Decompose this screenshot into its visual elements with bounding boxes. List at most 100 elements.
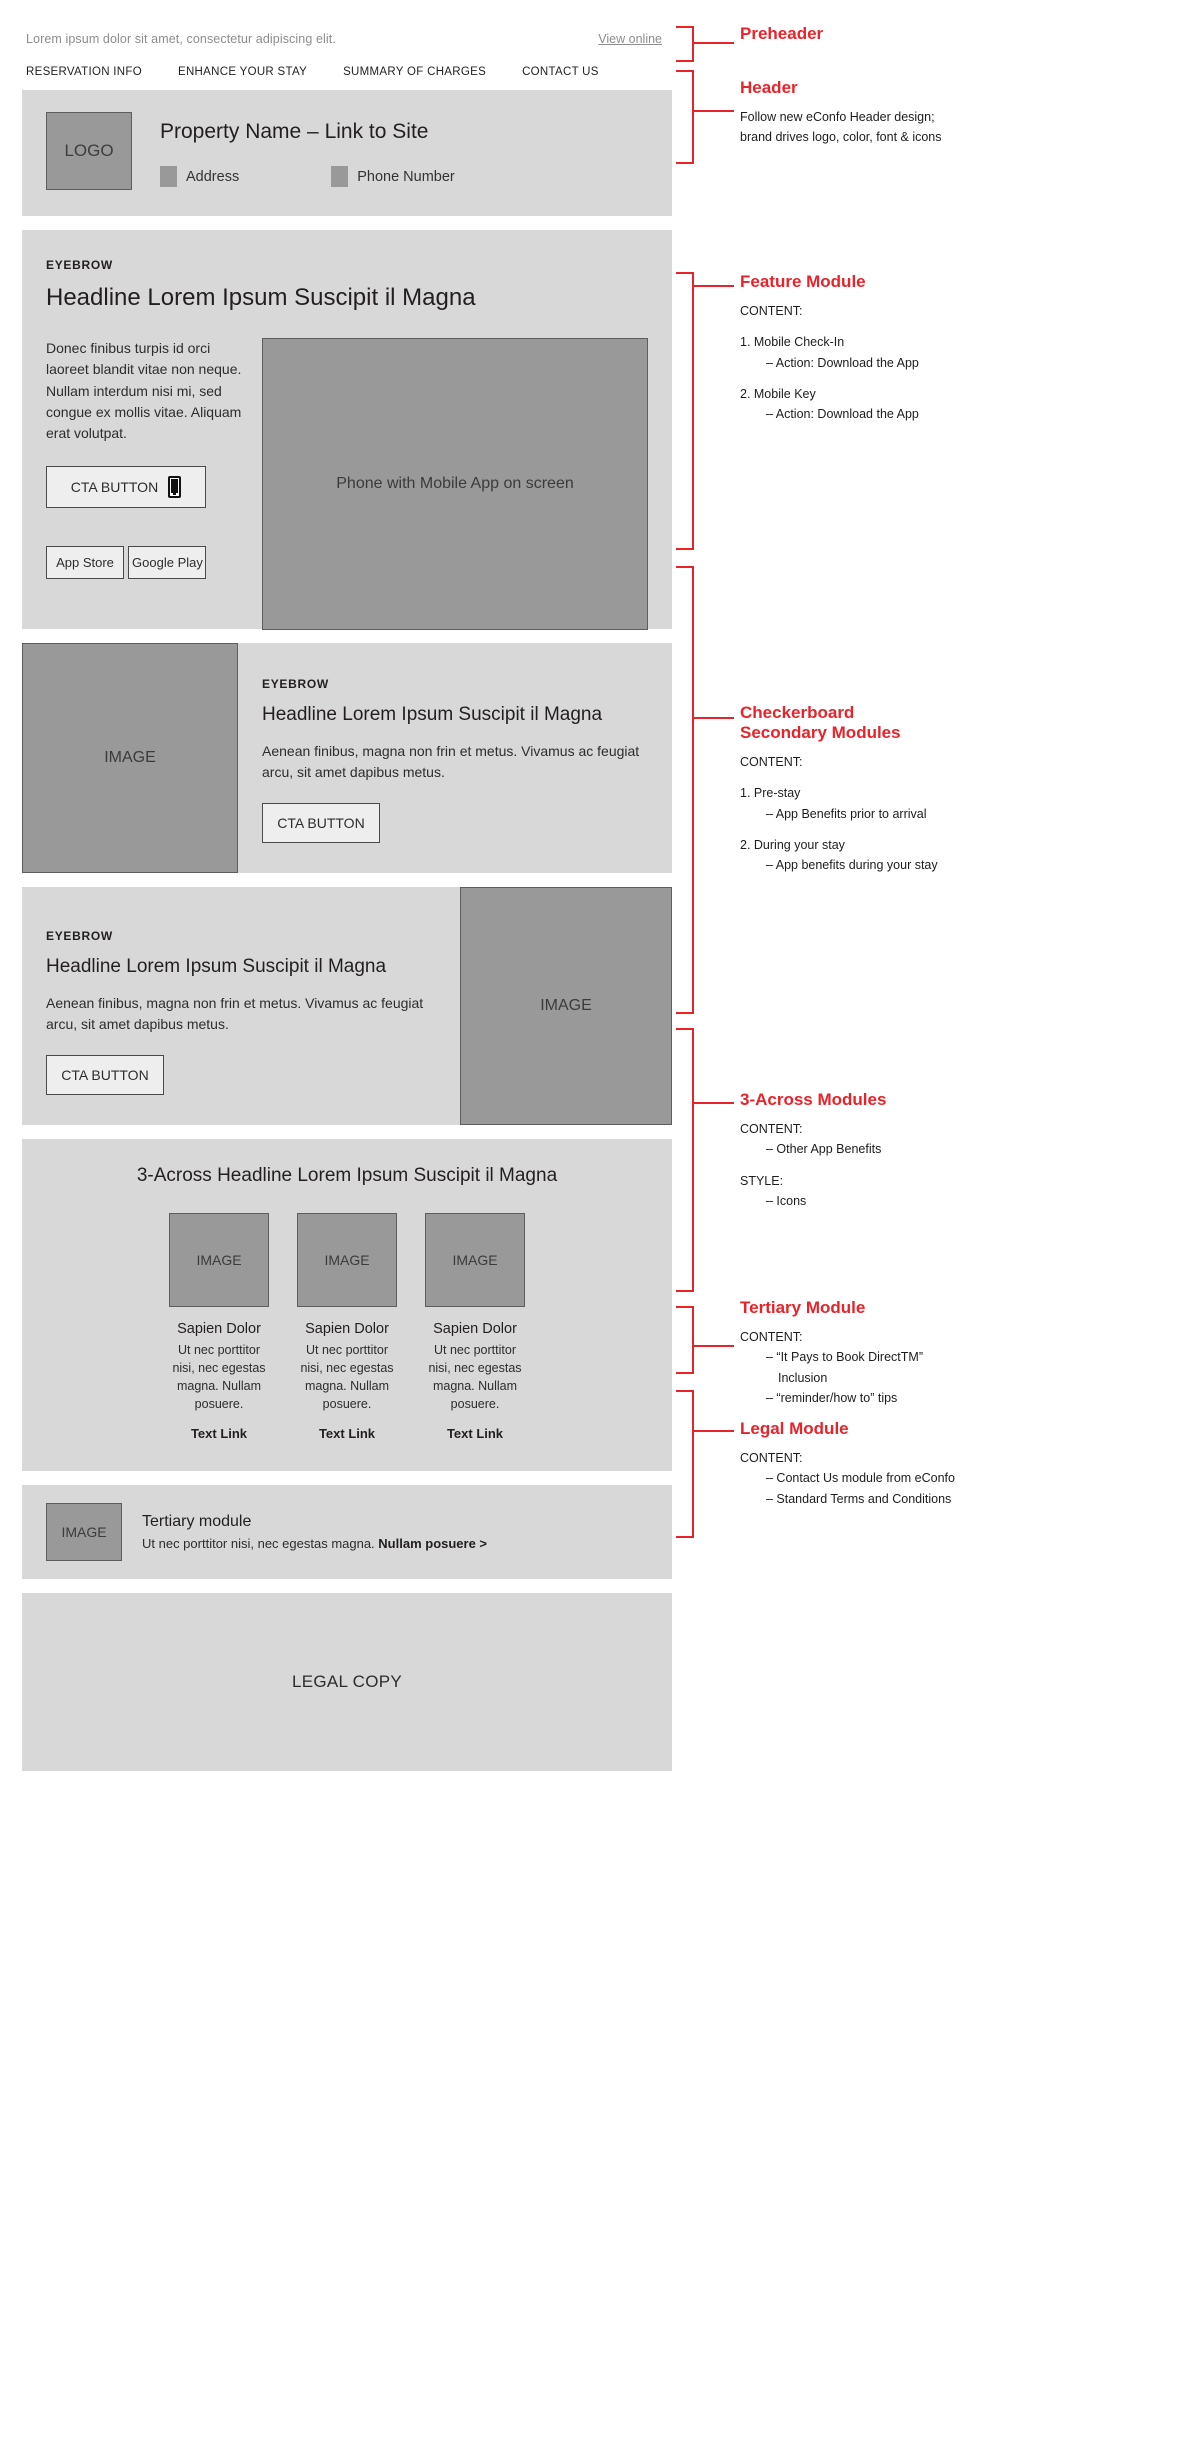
bracket-feature <box>676 272 694 550</box>
main-navigation: RESERVATION INFO ENHANCE YOUR STAY SUMMA… <box>22 56 672 90</box>
feature-headline: Headline Lorem Ipsum Suscipit il Magna <box>46 284 476 311</box>
location-pin-icon <box>160 166 177 187</box>
checkerboard-2-image-placeholder: IMAGE <box>460 886 672 1125</box>
preheader: Lorem ipsum dolor sit amet, consectetur … <box>22 22 672 56</box>
tertiary-body-text: Ut nec porttitor nisi, nec egestas magna… <box>142 1536 379 1551</box>
card-2-text-link[interactable]: Text Link <box>318 1426 376 1441</box>
preheader-text: Lorem ipsum dolor sit amet, consectetur … <box>26 32 336 46</box>
checkerboard-1-image-placeholder: IMAGE <box>22 643 238 873</box>
wireframe-column: Lorem ipsum dolor sit amet, consectetur … <box>22 0 672 1771</box>
phone-item: Phone Number <box>331 166 455 187</box>
annotation-three-across-style-item: – Icons <box>766 1193 807 1208</box>
list-item: IMAGE Sapien Dolor Ut nec porttitor nisi… <box>297 1212 397 1441</box>
card-1-text-link[interactable]: Text Link <box>190 1426 248 1441</box>
leader-header <box>694 110 734 112</box>
leader-preheader <box>694 42 734 44</box>
annotation-checkerboard-title-line1: Checkerboard <box>740 703 855 722</box>
annotation-tertiary: Tertiary Module CONTENT: – “It Pays to B… <box>740 1298 1170 1408</box>
tertiary-module: IMAGE Tertiary module Ut nec porttitor n… <box>22 1485 672 1579</box>
tertiary-body-link[interactable]: Nullam posuere > <box>378 1536 488 1551</box>
nav-item-enhance-your-stay[interactable]: ENHANCE YOUR STAY <box>177 66 308 78</box>
feature-paragraph: Donec finibus turpis id orci laoreet bla… <box>46 340 242 442</box>
card-1-body: Ut nec porttitor nisi, nec egestas magna… <box>172 1342 266 1411</box>
annotation-feature-item-2-sub: – Action: Download the App <box>766 407 919 422</box>
checkerboard-module-2: EYEBROW Headline Lorem Ipsum Suscipit il… <box>22 886 672 1125</box>
address-item: Address <box>160 166 239 187</box>
bracket-three-across <box>676 1028 694 1292</box>
annotation-feature-item-1-sub: – Action: Download the App <box>766 355 919 370</box>
tertiary-title: Tertiary module <box>142 1513 252 1530</box>
annotation-legal-title: Legal Module <box>740 1419 849 1438</box>
google-play-button[interactable]: Google Play <box>128 546 207 580</box>
legal-module: LEGAL COPY <box>22 1593 672 1771</box>
card-2-title: Sapien Dolor <box>305 1320 389 1337</box>
checkerboard-2-cta-button[interactable]: CTA BUTTON <box>46 1054 164 1095</box>
view-online-link[interactable]: View online <box>598 32 662 46</box>
nav-item-contact-us[interactable]: CONTACT US <box>522 66 599 78</box>
card-3-body: Ut nec porttitor nisi, nec egestas magna… <box>428 1342 522 1411</box>
spacer <box>740 772 1170 783</box>
contact-row: Address Phone Number <box>160 166 648 187</box>
annotation-header-title: Header <box>740 78 798 97</box>
app-store-button[interactable]: App Store <box>46 546 124 580</box>
leader-feature <box>694 285 734 287</box>
annotation-three-across-content-item: – Other App Benefits <box>766 1142 882 1157</box>
annotation-checkerboard-item-1: 1. Pre-stay <box>740 786 801 801</box>
feature-module: EYEBROW Headline Lorem Ipsum Suscipit il… <box>22 230 672 630</box>
spacer <box>740 321 1170 332</box>
bracket-header <box>676 70 694 164</box>
annotation-legal-body: CONTENT: – Contact Us module from eConfo… <box>740 1448 1170 1509</box>
card-1-image-placeholder: IMAGE <box>169 1212 269 1307</box>
annotation-feature: Feature Module CONTENT: 1. Mobile Check-… <box>740 272 1170 424</box>
leader-checkerboard <box>694 717 734 719</box>
annotation-legal-item-1: – Contact Us module from eConfo <box>766 1471 955 1486</box>
header-module: LOGO Property Name – Link to Site Addres… <box>22 90 672 216</box>
feature-text-column: Donec finibus turpis id orci laoreet bla… <box>46 338 246 629</box>
property-name-link[interactable]: Property Name – Link to Site <box>160 120 429 143</box>
three-across-cards: IMAGE Sapien Dolor Ut nec porttitor nisi… <box>46 1212 648 1441</box>
phone-label: Phone Number <box>357 168 455 185</box>
tertiary-body: Ut nec porttitor nisi, nec egestas magna… <box>142 1536 487 1551</box>
annotation-preheader-title: Preheader <box>740 24 824 43</box>
annotation-checkerboard-title-line2: Secondary Modules <box>740 723 901 743</box>
annotation-checkerboard-content-label: CONTENT: <box>740 755 803 770</box>
leader-tertiary <box>694 1345 734 1347</box>
annotation-feature-body: CONTENT: 1. Mobile Check-In – Action: Do… <box>740 301 1170 424</box>
checkerboard-1-paragraph: Aenean finibus, magna non frin et metus.… <box>262 742 640 780</box>
checkerboard-2-paragraph: Aenean finibus, magna non frin et metus.… <box>46 994 424 1032</box>
checkerboard-1-cta-button[interactable]: CTA BUTTON <box>262 802 380 843</box>
card-3-image-placeholder: IMAGE <box>425 1212 525 1307</box>
nav-item-summary-of-charges[interactable]: SUMMARY OF CHARGES <box>343 66 487 78</box>
bracket-tertiary <box>676 1306 694 1374</box>
annotation-tertiary-content-label: CONTENT: <box>740 1330 803 1345</box>
card-3-text-link[interactable]: Text Link <box>446 1426 504 1441</box>
annotation-tertiary-item-1-line2: Inclusion <box>778 1370 828 1385</box>
mobile-phone-icon <box>168 476 182 499</box>
card-1-title: Sapien Dolor <box>177 1320 261 1337</box>
list-item: IMAGE Sapien Dolor Ut nec porttitor nisi… <box>425 1212 525 1441</box>
annotation-legal-content-label: CONTENT: <box>740 1451 803 1466</box>
annotation-checkerboard-item-1-sub: – App Benefits prior to arrival <box>766 806 927 821</box>
phone-icon <box>331 166 349 187</box>
checkerboard-2-headline: Headline Lorem Ipsum Suscipit il Magna <box>46 955 387 977</box>
annotation-tertiary-item-2: – “reminder/how to” tips <box>766 1390 898 1405</box>
annotation-checkerboard-item-2-sub: – App benefits during your stay <box>766 858 938 873</box>
annotation-three-across-body: CONTENT: – Other App Benefits STYLE: – I… <box>740 1119 1170 1211</box>
nav-item-reservation-info[interactable]: RESERVATION INFO <box>26 66 142 78</box>
annotation-preheader: Preheader <box>740 24 1170 53</box>
annotation-feature-content-label: CONTENT: <box>740 304 803 319</box>
annotation-three-across: 3-Across Modules CONTENT: – Other App Be… <box>740 1090 1170 1211</box>
spacer <box>740 1160 1170 1171</box>
feature-cta-button[interactable]: CTA BUTTON <box>46 466 206 509</box>
annotation-feature-item-2: 2. Mobile Key <box>740 386 816 401</box>
bracket-legal <box>676 1390 694 1538</box>
annotation-three-across-style-label: STYLE: <box>740 1173 784 1188</box>
leader-three-across <box>694 1102 734 1104</box>
annotation-checkerboard-title: Checkerboard Secondary Modules <box>740 703 1170 743</box>
spacer <box>740 373 1170 384</box>
checkerboard-module-1: IMAGE EYEBROW Headline Lorem Ipsum Susci… <box>22 643 672 873</box>
annotation-checkerboard: Checkerboard Secondary Modules CONTENT: … <box>740 703 1170 875</box>
checkerboard-2-text: EYEBROW Headline Lorem Ipsum Suscipit il… <box>22 887 460 1125</box>
annotation-checkerboard-body: CONTENT: 1. Pre-stay – App Benefits prio… <box>740 752 1170 875</box>
